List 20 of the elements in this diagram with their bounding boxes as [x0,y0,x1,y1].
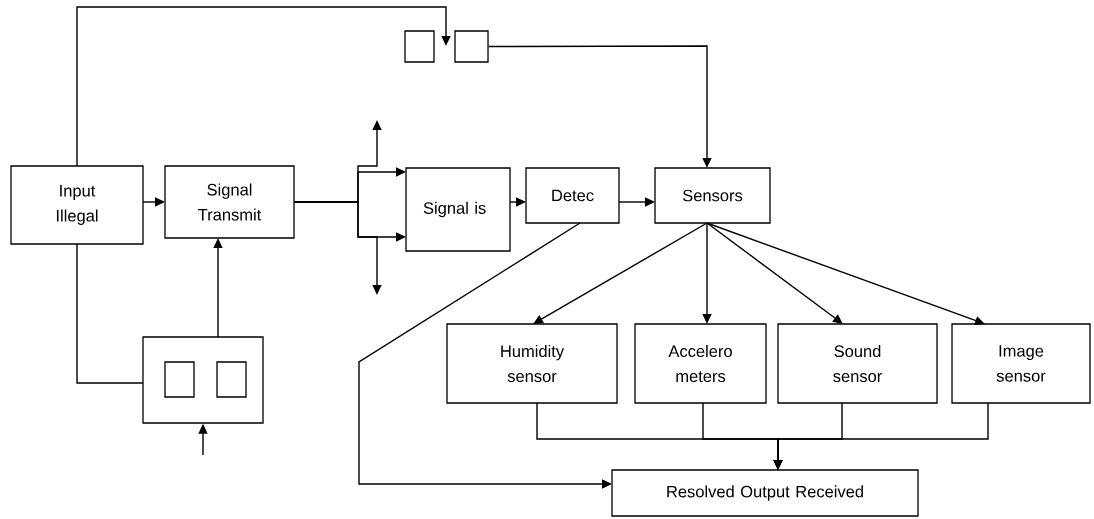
empty-box [164,361,195,398]
arrow [706,222,985,325]
empty-box [404,30,435,63]
process-box: Humidity sensor [446,323,618,404]
process-box: Resolved Output Received [611,469,919,517]
process-box: Signal is [405,167,511,252]
empty-box [216,361,247,398]
empty-box [142,336,264,424]
process-box: Detec [525,167,620,224]
empty-box [454,30,489,63]
process-box: Signal Transmit [164,165,295,239]
arrow [533,222,708,324]
process-box: Accelero meters [634,323,767,404]
connector-line [76,243,144,384]
process-box: Image sensor [951,323,1091,404]
process-box: Sound sensor [777,323,938,404]
arrow [706,222,843,324]
arrow [76,6,451,167]
process-box: Sensors [654,167,771,224]
process-box: Input Illegal [10,165,144,245]
